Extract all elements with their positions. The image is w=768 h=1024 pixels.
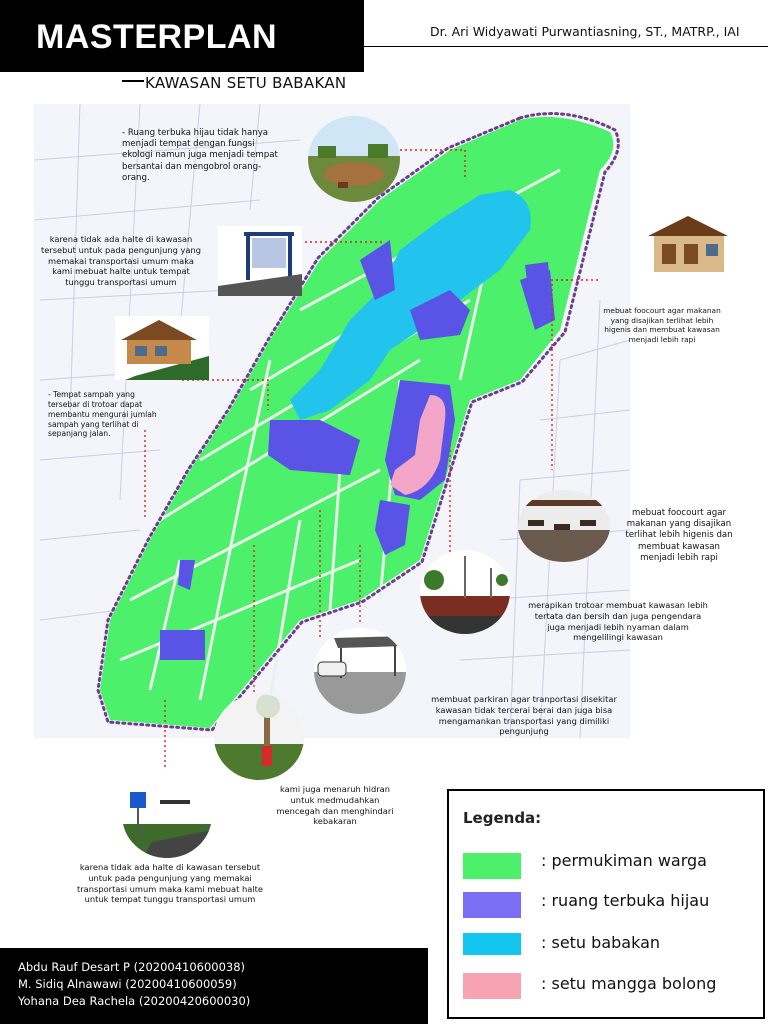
bus-shelter-illustration bbox=[218, 226, 302, 296]
legend-label-lake: : setu babakan bbox=[541, 933, 661, 952]
lake-setu-babakan bbox=[290, 190, 531, 420]
note-sidewalk: merapikan trotoar membuat kawasan lebih … bbox=[528, 600, 708, 643]
subtitle-rule bbox=[122, 80, 144, 82]
legend-swatch-lake bbox=[463, 933, 521, 955]
park-seating-illustration bbox=[308, 116, 400, 202]
foodcourt-interior-illustration bbox=[518, 490, 610, 562]
team-member-3: Yohana Dea Rachela (20200420600030) bbox=[18, 994, 251, 1008]
legend-label-open-space: : ruang terbuka hijau bbox=[541, 891, 710, 910]
area-boundary bbox=[96, 112, 620, 732]
small-foodcourt-illustration bbox=[115, 316, 209, 380]
note-bus-shelter-bottom: karena tidak ada halte di kawasan terseb… bbox=[76, 862, 263, 905]
note-foodcourt-small: mebuat foocourt agar makanan yang disaji… bbox=[603, 306, 721, 344]
hydrant-illustration bbox=[214, 694, 304, 780]
legend-label-pond: : setu mangga bolong bbox=[541, 974, 717, 993]
legend-swatch-open-space bbox=[463, 892, 521, 918]
header-rule bbox=[364, 46, 768, 47]
legend-swatch-pond bbox=[463, 973, 521, 999]
note-foodcourt: mebuat foocourt agar makanan yang disaji… bbox=[625, 508, 733, 563]
page-subtitle: KAWASAN SETU BABAKAN bbox=[145, 74, 347, 92]
sidewalk-illustration bbox=[420, 550, 510, 634]
note-bus-shelter-top: karena tidak ada halte di kawasan terseb… bbox=[40, 234, 202, 288]
note-hydrant: kami juga menaruh hidran untuk medmudahk… bbox=[276, 784, 394, 827]
legend-swatch-settlement bbox=[463, 853, 521, 879]
note-open-space: - Ruang terbuka hijau tidak hanya menjad… bbox=[122, 128, 278, 183]
leader-lines bbox=[144, 149, 598, 770]
pond-setu-mangga-bolong bbox=[390, 395, 446, 495]
team-member-2: M. Sidiq Alnawawi (20200410600059) bbox=[18, 977, 237, 991]
legend-title: Legenda: bbox=[463, 809, 542, 827]
note-parking: membuat parkiran agar tranportasi diseki… bbox=[431, 694, 617, 737]
author-name: Dr. Ari Widyawati Purwantiasning, ST., M… bbox=[430, 24, 740, 39]
team-member-1: Abdu Rauf Desart P (20200410600038) bbox=[18, 960, 246, 974]
note-trash-bins: - Tempat sampah yang tersebar di trotoar… bbox=[48, 390, 157, 439]
legend-box: Legenda: : permukiman warga : ruang terb… bbox=[447, 789, 765, 1019]
legend-label-settlement: : permukiman warga bbox=[541, 851, 707, 870]
bus-stop-sign-illustration bbox=[122, 772, 212, 858]
foodcourt-building-illustration bbox=[644, 210, 732, 280]
page-title: MASTERPLAN bbox=[36, 18, 278, 56]
title-block bbox=[0, 0, 364, 72]
team-footer: Abdu Rauf Desart P (20200410600038) M. S… bbox=[0, 948, 428, 1024]
parking-illustration bbox=[314, 628, 406, 714]
